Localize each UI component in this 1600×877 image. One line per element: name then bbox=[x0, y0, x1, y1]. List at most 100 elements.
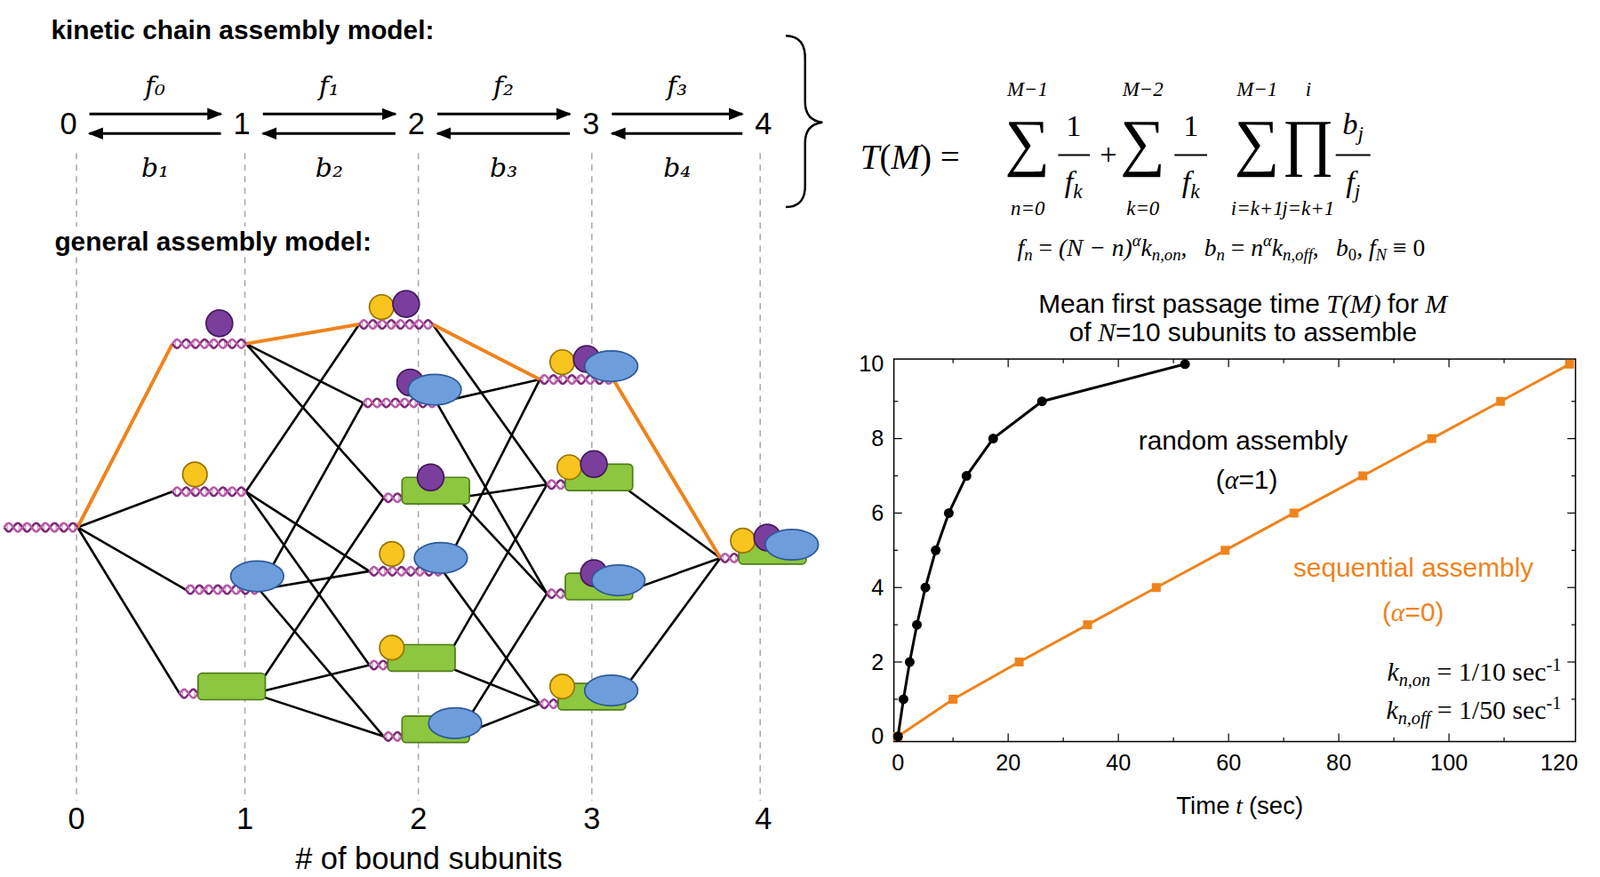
data-point bbox=[1565, 360, 1575, 369]
state-label: 1 bbox=[233, 106, 251, 143]
fraction-bar bbox=[1174, 153, 1208, 156]
label: ( bbox=[879, 137, 891, 176]
label: f bbox=[1368, 233, 1376, 262]
text-run: kinetic chain assembly model: bbox=[50, 15, 434, 46]
transition-line bbox=[456, 497, 547, 594]
label: i bbox=[1305, 78, 1312, 101]
text-run: 1 bbox=[1065, 108, 1081, 144]
label: n bbox=[1216, 245, 1225, 264]
label: f bbox=[1064, 164, 1074, 199]
transition-line bbox=[246, 344, 384, 498]
tick-mark bbox=[894, 550, 899, 552]
guide-line bbox=[759, 152, 761, 801]
label: , bbox=[1181, 233, 1188, 262]
label: 3 bbox=[583, 801, 600, 836]
tick-mark bbox=[1338, 733, 1340, 742]
data-point bbox=[1220, 545, 1230, 555]
data-point bbox=[898, 694, 909, 704]
label: M bbox=[1424, 288, 1448, 319]
transition-line bbox=[456, 484, 547, 498]
label: k bbox=[1072, 179, 1082, 203]
label: -1 bbox=[1546, 693, 1562, 713]
subunit-purple bbox=[417, 464, 445, 491]
text-run: 4 bbox=[871, 575, 884, 601]
label: j bbox=[1357, 121, 1364, 145]
subunit-blue bbox=[230, 560, 284, 592]
label: 100 bbox=[1430, 750, 1468, 776]
data-point bbox=[912, 620, 922, 631]
text-run: 10 bbox=[858, 351, 884, 377]
data-point bbox=[961, 471, 972, 481]
label: 1 bbox=[236, 801, 254, 836]
dna-strand bbox=[172, 488, 247, 497]
label: , bbox=[1356, 233, 1363, 262]
text-run: 0 bbox=[891, 750, 904, 776]
label: 40 bbox=[1105, 750, 1131, 776]
text-run: ∑ bbox=[1234, 106, 1280, 180]
label: sec bbox=[1512, 695, 1546, 725]
text-run: kn,on= 1/10sec-1 bbox=[1386, 655, 1561, 692]
data-point bbox=[1180, 359, 1191, 369]
label: ) = bbox=[920, 137, 960, 176]
data-point bbox=[893, 732, 903, 742]
label: b bbox=[1336, 233, 1349, 262]
text-run: 3 bbox=[583, 801, 600, 838]
subunit-yellow bbox=[379, 635, 405, 661]
label: =0) bbox=[1405, 597, 1445, 627]
label: j=k+1 bbox=[1281, 197, 1335, 220]
label: M−2 bbox=[1122, 78, 1164, 101]
subunit-yellow bbox=[550, 674, 576, 700]
tick-mark bbox=[952, 359, 954, 364]
text-run: kn,off= 1/50sec-1 bbox=[1385, 693, 1561, 730]
data-point bbox=[948, 695, 958, 704]
subunit-blue bbox=[414, 543, 468, 574]
text-run: T(M) = bbox=[860, 137, 960, 178]
text-run: 2 bbox=[871, 649, 884, 676]
state-number: 2 bbox=[395, 104, 438, 144]
rate-arrow bbox=[437, 112, 570, 116]
transition-line bbox=[246, 324, 360, 492]
subunit-purple bbox=[206, 310, 233, 337]
label: 120 bbox=[1540, 750, 1578, 776]
complex-state bbox=[359, 290, 433, 329]
transition-line bbox=[77, 344, 173, 528]
tick-mark bbox=[1571, 698, 1576, 700]
text-run: 20 bbox=[995, 750, 1021, 776]
rate-arrow bbox=[611, 132, 743, 136]
label: k bbox=[1190, 179, 1200, 203]
data-point bbox=[1496, 397, 1505, 407]
text-run: Timet(sec) bbox=[1176, 792, 1304, 821]
data-point bbox=[920, 583, 931, 593]
state-number: 1 bbox=[221, 104, 264, 144]
tick-mark bbox=[1228, 733, 1230, 742]
rate-arrow bbox=[611, 112, 743, 116]
label: n,off bbox=[1398, 708, 1432, 728]
label: , bbox=[1312, 233, 1320, 262]
label: general assembly model: bbox=[54, 226, 371, 256]
tick-mark bbox=[1393, 359, 1395, 364]
subunit-blue bbox=[584, 675, 639, 706]
text-run: + bbox=[1099, 136, 1117, 173]
transition-line bbox=[620, 484, 721, 559]
sequential-curve bbox=[897, 364, 1570, 737]
rate-label: b₃ bbox=[489, 152, 518, 184]
data-point bbox=[1152, 583, 1161, 592]
tick-mark bbox=[1571, 624, 1576, 626]
subunit-yellow bbox=[557, 455, 583, 480]
label: k bbox=[1386, 656, 1399, 687]
label: ∑ bbox=[1234, 107, 1280, 177]
subunit-blue bbox=[428, 708, 482, 739]
label: 0 bbox=[1348, 245, 1357, 264]
state-number: 3 bbox=[569, 104, 612, 144]
transition-line bbox=[442, 484, 547, 665]
rate-arrow bbox=[89, 112, 222, 116]
complex-state bbox=[369, 635, 456, 672]
tick-mark bbox=[894, 587, 903, 589]
label: k bbox=[1272, 233, 1283, 262]
complex-state bbox=[384, 708, 482, 744]
complex-state bbox=[384, 464, 470, 504]
label: 6 bbox=[871, 500, 884, 526]
text-run: 40 bbox=[1105, 750, 1131, 776]
rate-arrow bbox=[263, 132, 396, 136]
